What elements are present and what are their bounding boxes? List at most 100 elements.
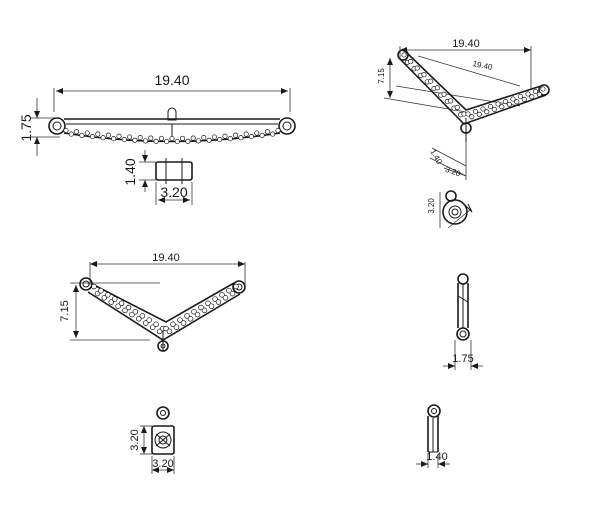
end-width-label: 3.20 xyxy=(152,458,173,470)
pave-stone xyxy=(517,93,524,100)
pave-stone xyxy=(94,290,101,297)
pave-stone xyxy=(502,98,509,105)
pave-stone xyxy=(529,94,535,100)
top-detail: 1.40 3.20 xyxy=(122,150,193,205)
pave-stone xyxy=(194,311,201,318)
pave-stone xyxy=(115,303,121,309)
pave-stone xyxy=(111,296,118,302)
pave-stone xyxy=(219,292,225,298)
pave-stone xyxy=(143,320,149,326)
pave-stone xyxy=(116,133,122,139)
pave-stone xyxy=(156,328,163,335)
pave-stone xyxy=(164,138,170,145)
pave-stone xyxy=(169,135,175,142)
pave-stone xyxy=(79,132,85,138)
iso-detail-label: 3.20 xyxy=(427,198,436,214)
pave-stone xyxy=(222,295,229,301)
pave-stone xyxy=(101,295,108,301)
pave-stone xyxy=(217,137,223,143)
pave-stone xyxy=(129,311,135,318)
pave-stone xyxy=(68,131,74,137)
pave-stone xyxy=(469,114,475,120)
pave-stone xyxy=(212,296,218,302)
pave-stone xyxy=(536,91,542,97)
iso-detail: 3.20 xyxy=(427,190,473,229)
pave-stone xyxy=(74,129,80,135)
iso-length-label: 19.40 xyxy=(452,38,480,50)
pave-stone xyxy=(158,135,164,141)
pave-stone xyxy=(222,133,228,139)
pave-stone xyxy=(495,101,501,107)
front-height-label: 1.75 xyxy=(18,114,34,141)
pave-stone xyxy=(484,109,490,115)
pave-stone xyxy=(91,283,97,290)
iso-sub-a-label: 1.40 xyxy=(428,148,444,166)
pave-stone xyxy=(201,307,208,314)
pave-stone xyxy=(434,85,440,91)
pave-stone xyxy=(491,106,497,112)
pave-stone xyxy=(238,135,244,141)
pave-stone xyxy=(177,317,183,323)
pave-stone xyxy=(132,308,139,315)
pave-stone xyxy=(105,132,111,138)
pave-stone xyxy=(229,290,236,297)
pave-stone xyxy=(510,96,516,102)
pave-stone xyxy=(401,52,407,58)
pave-stone xyxy=(163,325,169,332)
pave-stone xyxy=(208,303,215,309)
pave-stone xyxy=(142,138,149,144)
pave-stone xyxy=(132,137,138,143)
v-pave-stones xyxy=(91,283,239,335)
pave-stone xyxy=(514,99,520,105)
pave-stone xyxy=(259,132,265,138)
pave-stone xyxy=(525,91,531,97)
pave-stone xyxy=(211,134,217,140)
pave-stone xyxy=(270,131,276,137)
iso-sub-b-label: 3.20 xyxy=(444,165,462,179)
pave-stone xyxy=(166,328,173,335)
pave-stone xyxy=(205,300,211,307)
pave-stone xyxy=(180,320,187,326)
pave-stone xyxy=(499,104,505,110)
pave-stone xyxy=(149,324,156,330)
pave-stone xyxy=(472,108,479,115)
pave-stone xyxy=(201,135,207,141)
iso-pave-stones xyxy=(401,52,546,120)
pave-stone xyxy=(441,91,447,97)
pave-stone xyxy=(184,313,190,319)
pave-stone xyxy=(532,88,539,95)
pave-stone xyxy=(153,138,159,144)
pave-stone xyxy=(215,299,222,305)
pave-stone xyxy=(111,136,117,142)
side-view-a: 1.75 xyxy=(443,273,483,370)
pave-stone xyxy=(187,316,194,322)
pave-stone xyxy=(122,307,128,314)
pave-stone xyxy=(190,135,196,141)
pave-stone xyxy=(264,129,270,135)
v-length-label: 19.40 xyxy=(152,252,180,264)
pave-stone xyxy=(540,86,546,92)
pave-stone xyxy=(170,321,176,328)
front-length-label: 19.40 xyxy=(154,72,189,88)
pave-stone xyxy=(521,96,527,102)
pave-stone xyxy=(153,321,159,328)
pave-stone xyxy=(121,137,127,143)
pave-stone xyxy=(206,137,212,143)
pave-stone xyxy=(454,104,460,110)
front-pave-stones xyxy=(63,127,281,145)
pave-stone xyxy=(275,127,281,134)
pave-stone xyxy=(136,316,142,322)
pave-stone xyxy=(248,134,255,140)
pave-stone xyxy=(487,103,494,110)
side-view-b: 1.40 xyxy=(416,404,450,468)
pave-stone xyxy=(127,134,133,140)
pave-stone xyxy=(428,78,434,84)
end-view: 3.20 3.20 xyxy=(129,406,175,474)
pave-stone xyxy=(195,138,202,144)
pave-stone xyxy=(506,101,512,107)
pave-stone xyxy=(191,308,197,315)
iso-height-label: 7.15 xyxy=(377,68,386,84)
v-view: 19.40 7.15 xyxy=(59,252,246,352)
v-bar xyxy=(79,277,246,352)
pave-stone xyxy=(63,127,69,134)
